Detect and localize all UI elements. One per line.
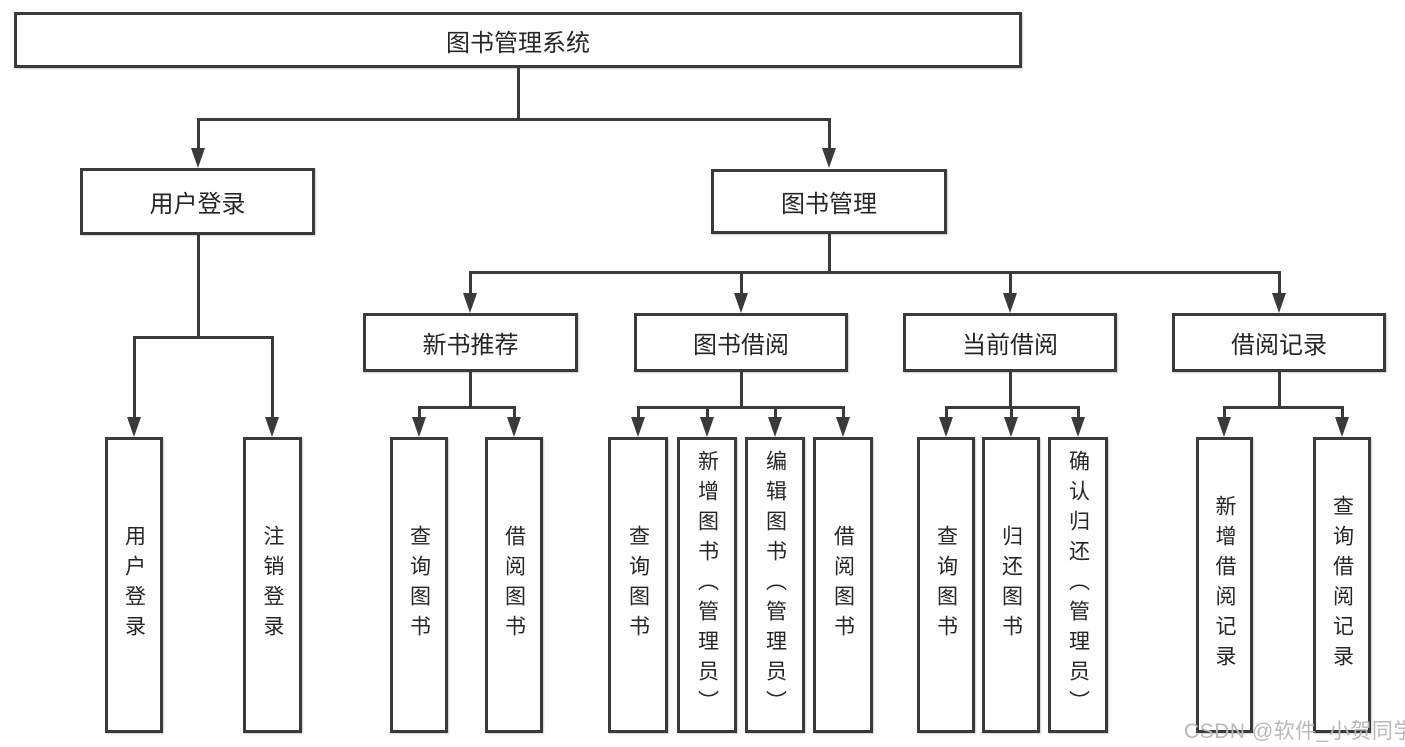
leaf-add-borrow-record: 新增借阅记录	[1196, 437, 1253, 733]
node-root: 图书管理系统	[14, 12, 1022, 68]
leaf-label: 编辑图书（管理员）	[763, 450, 787, 720]
connector-stem	[468, 372, 472, 409]
connector-drop	[827, 118, 831, 150]
node-new-book-recommend: 新书推荐	[363, 313, 578, 372]
arrow-down-icon	[1335, 417, 1349, 437]
node-label: 借阅记录	[1231, 332, 1327, 359]
connector-drop	[270, 336, 274, 419]
node-book-borrow: 图书借阅	[634, 313, 848, 372]
leaf-label: 新增借阅记录	[1213, 495, 1237, 675]
leaf-label: 新增图书（管理员）	[695, 450, 719, 720]
leaf-logout: 注销登录	[243, 437, 302, 733]
leaf-return-book: 归还图书	[982, 437, 1040, 733]
node-book-management: 图书管理	[711, 169, 947, 234]
leaf-label: 注销登录	[261, 525, 285, 645]
connector-drop	[773, 406, 777, 419]
connector-stem	[1277, 372, 1281, 409]
arrow-down-icon	[1071, 417, 1085, 437]
connector-drop	[1076, 406, 1080, 419]
connector-bus	[636, 406, 845, 409]
connector-stem	[196, 235, 200, 339]
leaf-label: 查询借阅记录	[1330, 495, 1354, 675]
node-label: 新书推荐	[422, 332, 519, 359]
arrow-down-icon	[1004, 417, 1018, 437]
connector-bus	[196, 118, 831, 121]
node-label: 图书管理	[781, 191, 877, 218]
connector-drop	[1009, 406, 1013, 419]
connector-bus	[1222, 406, 1344, 409]
leaf-label: 借阅图书	[831, 525, 855, 645]
leaf-query-borrow-record: 查询借阅记录	[1313, 437, 1371, 733]
connector-bus	[417, 406, 516, 409]
connector-stem	[516, 68, 520, 121]
connector-drop	[196, 118, 200, 150]
arrow-down-icon	[939, 417, 953, 437]
arrow-down-icon	[734, 293, 748, 313]
leaf-label: 确认归还（管理员）	[1066, 450, 1090, 720]
connector-drop	[739, 271, 743, 295]
arrow-down-icon	[836, 417, 850, 437]
leaf-label: 查询图书	[934, 525, 958, 645]
leaf-borrow-books-recommend: 借阅图书	[485, 437, 543, 733]
node-label: 图书借阅	[693, 332, 789, 359]
connector-drop	[468, 271, 472, 295]
connector-drop	[1340, 406, 1344, 419]
node-borrow-records: 借阅记录	[1172, 313, 1386, 372]
connector-stem	[739, 372, 743, 409]
leaf-query-books-current: 查询图书	[917, 437, 975, 733]
watermark: CSDN @软件_小贺同学	[1184, 720, 1405, 743]
connector-drop	[944, 406, 948, 419]
leaf-label: 查询图书	[407, 525, 431, 645]
node-label: 图书管理系统	[446, 29, 590, 57]
connector-stem	[827, 234, 831, 274]
leaf-label: 归还图书	[999, 525, 1023, 645]
connector-stem	[1008, 372, 1012, 409]
connector-drop	[1277, 271, 1281, 295]
leaf-label: 查询图书	[626, 525, 650, 645]
node-label: 用户登录	[149, 191, 246, 218]
arrow-down-icon	[463, 293, 477, 313]
leaf-label: 借阅图书	[502, 525, 526, 645]
leaf-query-books-recommend: 查询图书	[390, 437, 448, 733]
connector-drop	[417, 406, 421, 419]
connector-drop	[132, 336, 136, 419]
arrow-down-icon	[265, 417, 279, 437]
arrow-down-icon	[191, 148, 205, 168]
arrow-down-icon	[631, 417, 645, 437]
leaf-query-books-borrow: 查询图书	[608, 437, 668, 733]
leaf-edit-book-admin: 编辑图书（管理员）	[745, 437, 805, 733]
arrow-down-icon	[412, 417, 426, 437]
connector-drop	[512, 406, 516, 419]
arrow-down-icon	[507, 417, 521, 437]
arrow-down-icon	[1217, 417, 1231, 437]
leaf-user-login: 用户登录	[105, 437, 163, 733]
connector-bus	[468, 271, 1281, 274]
arrow-down-icon	[127, 417, 141, 437]
arrow-down-icon	[1003, 293, 1017, 313]
leaf-label: 用户登录	[122, 525, 146, 645]
connector-drop	[841, 406, 845, 419]
leaf-borrow-books: 借阅图书	[813, 437, 873, 733]
connector-drop	[636, 406, 640, 419]
node-current-borrow: 当前借阅	[903, 313, 1117, 372]
node-label: 当前借阅	[962, 332, 1058, 359]
arrow-down-icon	[700, 417, 714, 437]
connector-drop	[705, 406, 709, 419]
leaf-confirm-return-admin: 确认归还（管理员）	[1048, 437, 1108, 733]
connector-drop	[1008, 271, 1012, 295]
arrow-down-icon	[768, 417, 782, 437]
arrow-down-icon	[822, 148, 836, 168]
connector-bus	[132, 336, 274, 339]
node-user-login: 用户登录	[80, 168, 315, 235]
leaf-add-book-admin: 新增图书（管理员）	[677, 437, 737, 733]
arrow-down-icon	[1272, 293, 1286, 313]
connector-drop	[1222, 406, 1226, 419]
